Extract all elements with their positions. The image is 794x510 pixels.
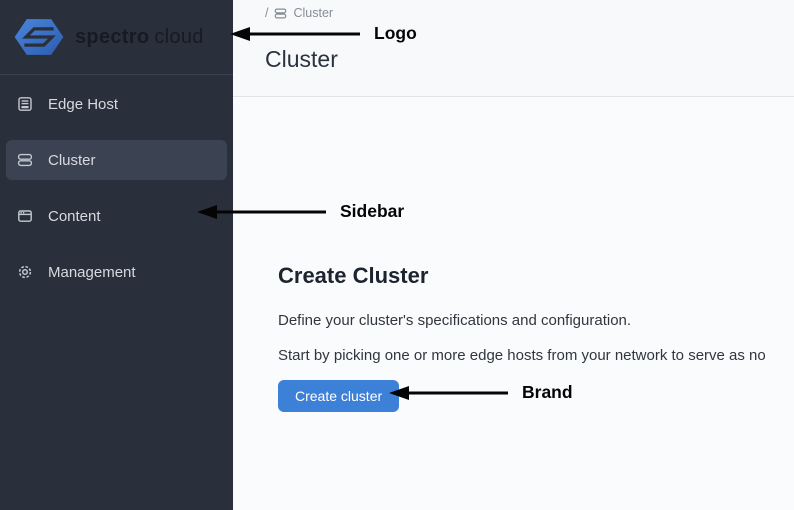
main-content: / Cluster Cluster Create Cluster Define … bbox=[233, 0, 794, 510]
sidebar-item-label: Edge Host bbox=[48, 95, 119, 113]
breadcrumb: / Cluster bbox=[265, 0, 794, 20]
page-body: Create Cluster Define your cluster's spe… bbox=[233, 97, 794, 510]
breadcrumb-separator: / bbox=[265, 6, 269, 20]
brand-name-primary: spectro bbox=[75, 25, 150, 48]
sidebar-item-label: Cluster bbox=[48, 151, 96, 169]
sidebar-item-label: Management bbox=[48, 263, 136, 281]
sidebar-item-edge-host[interactable]: Edge Host bbox=[6, 84, 227, 124]
edge-host-icon bbox=[18, 97, 32, 111]
management-icon bbox=[18, 265, 32, 279]
brand-name-secondary: cloud bbox=[154, 25, 204, 48]
spectro-cloud-logo-icon bbox=[14, 19, 64, 55]
sidebar-item-content[interactable]: Content bbox=[6, 196, 227, 236]
content-icon bbox=[18, 210, 32, 222]
cluster-description-line2: Start by picking one or more edge hosts … bbox=[278, 347, 766, 364]
create-cluster-button[interactable]: Create cluster bbox=[278, 380, 400, 412]
cluster-icon bbox=[275, 8, 287, 18]
sidebar-item-cluster[interactable]: Cluster bbox=[6, 140, 227, 180]
cluster-icon bbox=[17, 153, 33, 167]
create-cluster-heading: Create Cluster bbox=[278, 263, 429, 288]
breadcrumb-item-cluster[interactable]: Cluster bbox=[293, 6, 334, 20]
page-title: Cluster bbox=[265, 46, 338, 72]
sidebar-item-label: Content bbox=[48, 207, 101, 225]
sidebar-nav: Edge Host Cluster Content bbox=[0, 75, 233, 308]
sidebar-item-management[interactable]: Management bbox=[6, 252, 227, 292]
page-header: / Cluster Cluster bbox=[233, 0, 794, 97]
cluster-description-line1: Define your cluster's specifications and… bbox=[278, 312, 632, 329]
